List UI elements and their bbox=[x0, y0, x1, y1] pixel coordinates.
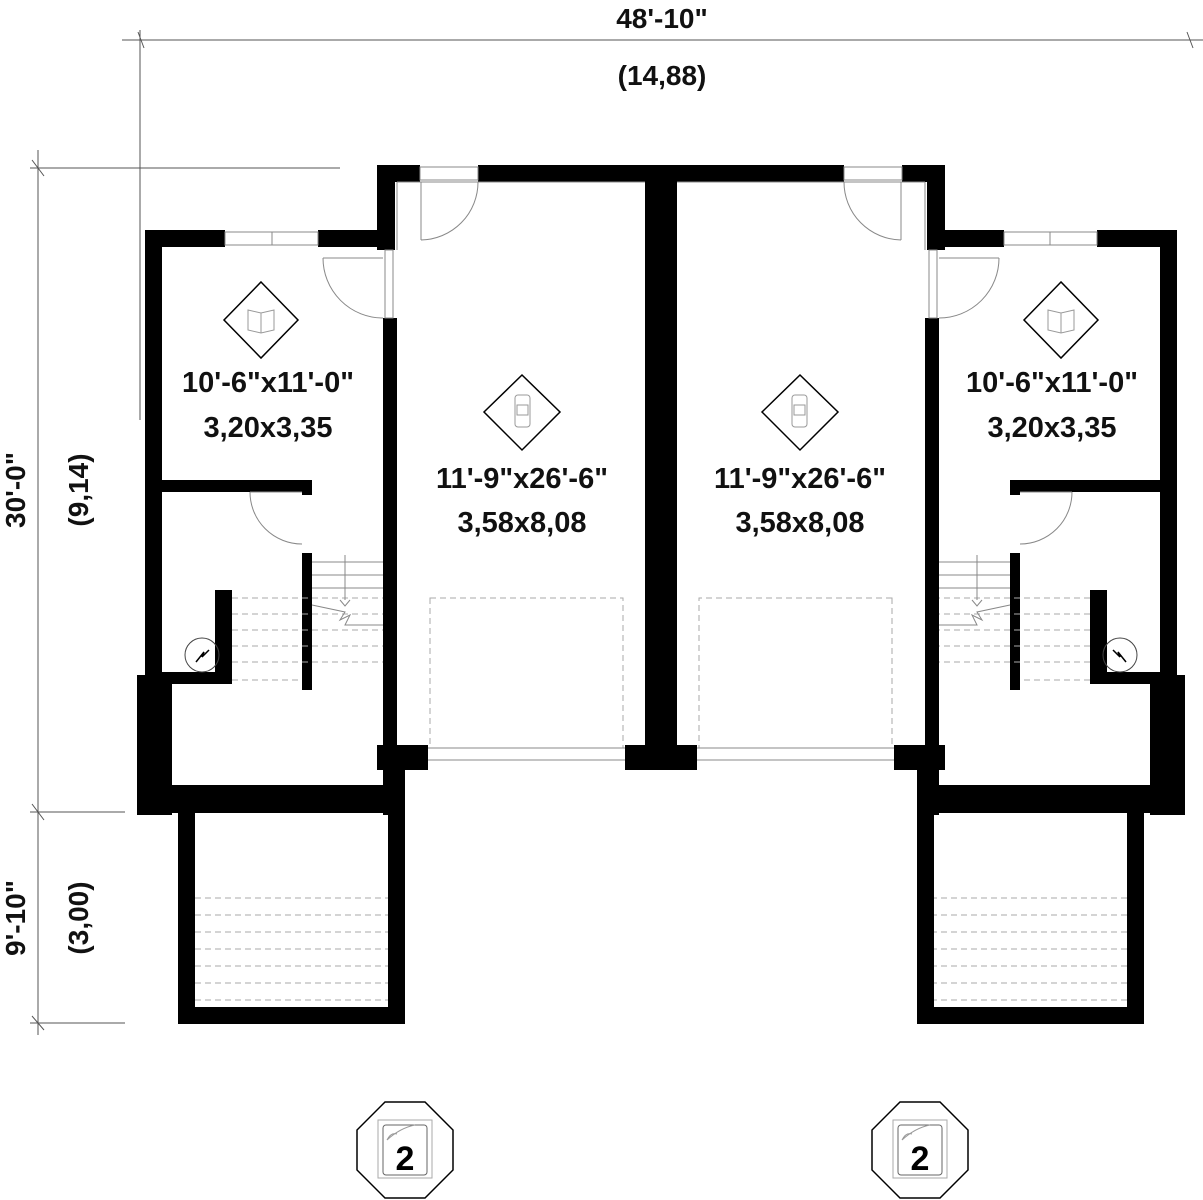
unit-left bbox=[137, 165, 661, 1024]
doors bbox=[843, 181, 1073, 545]
main-depth-metric: (9,14) bbox=[63, 453, 94, 526]
electrical-panel-icon bbox=[184, 637, 220, 673]
left-garage-imperial: 11'-9"x26'-6" bbox=[436, 463, 608, 495]
right-garage-metric: 3,58x8,08 bbox=[735, 507, 864, 539]
porch-depth-metric: (3,00) bbox=[63, 881, 94, 954]
car-icon bbox=[482, 373, 562, 452]
left-garage-metric: 3,58x8,08 bbox=[457, 507, 586, 539]
windows bbox=[677, 166, 1098, 319]
book-icon bbox=[222, 280, 300, 360]
porch-steps bbox=[195, 897, 388, 1001]
unit-right bbox=[661, 165, 1185, 1024]
marker-number: 2 bbox=[911, 1140, 930, 1178]
porch-depth-imperial: 9'-10" bbox=[0, 880, 31, 956]
overall-width-imperial: 48'-10" bbox=[616, 3, 708, 34]
stairs bbox=[232, 555, 383, 681]
dimension-lines bbox=[30, 30, 1203, 1035]
right-study-metric: 3,20x3,35 bbox=[987, 412, 1116, 444]
windows bbox=[224, 166, 645, 319]
main-depth-imperial: 30'-0" bbox=[0, 452, 31, 528]
doors bbox=[249, 181, 479, 545]
book-icon bbox=[1022, 280, 1100, 360]
walls bbox=[137, 165, 661, 1024]
porch-steps bbox=[934, 897, 1127, 1001]
garage-door-outline bbox=[698, 597, 893, 749]
electrical-panel-icon bbox=[1102, 637, 1138, 673]
left-study-imperial: 10'-6"x11'-0" bbox=[182, 367, 354, 399]
parking-marker-left: 2 bbox=[356, 1101, 454, 1199]
left-study-metric: 3,20x3,35 bbox=[203, 412, 332, 444]
right-garage-imperial: 11'-9"x26'-6" bbox=[714, 463, 886, 495]
right-study-imperial: 10'-6"x11'-0" bbox=[966, 367, 1138, 399]
garage-threshold bbox=[697, 747, 894, 761]
car-icon bbox=[760, 373, 840, 452]
parking-marker-right: 2 bbox=[871, 1101, 969, 1199]
garage-threshold bbox=[428, 747, 625, 761]
stairs bbox=[939, 555, 1090, 681]
walls bbox=[661, 165, 1185, 1024]
overall-width-metric: (14,88) bbox=[618, 60, 707, 91]
garage-door-outline bbox=[429, 597, 624, 749]
marker-number: 2 bbox=[396, 1140, 415, 1178]
